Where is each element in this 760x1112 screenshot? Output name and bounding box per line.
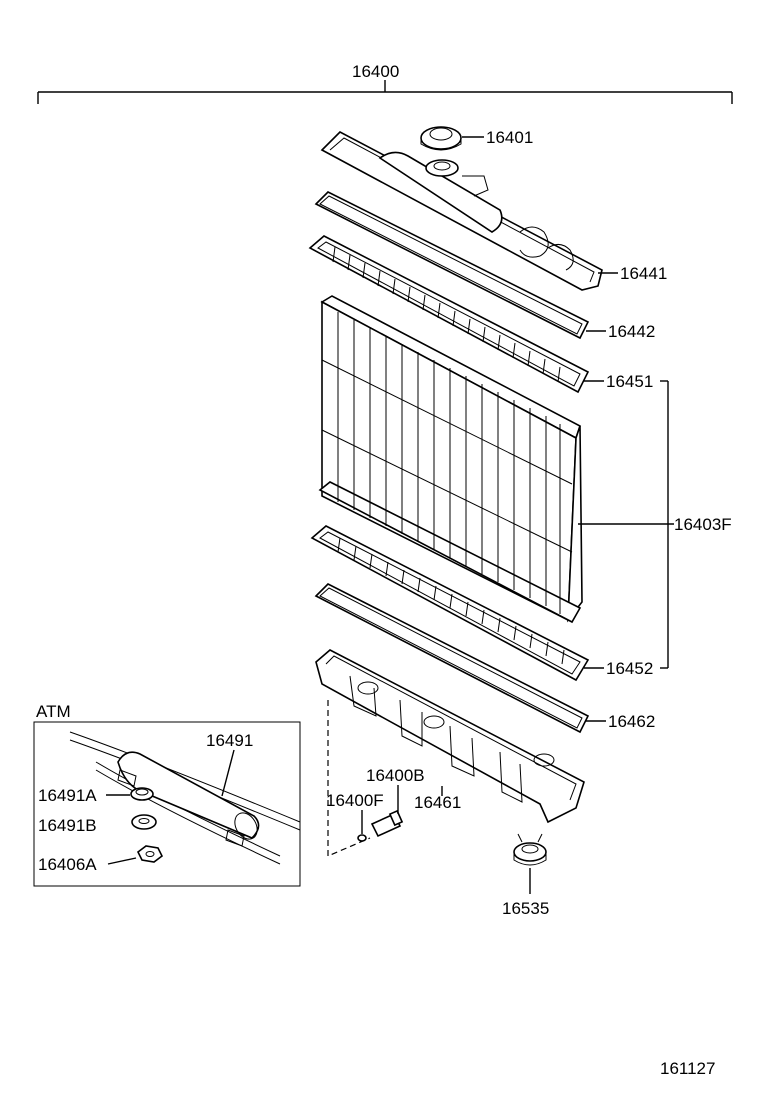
label-16491B: 16491B (38, 816, 97, 835)
label-16441: 16441 (620, 264, 667, 283)
upper-gasket (314, 191, 590, 340)
atm-grommet (136, 845, 164, 863)
label-16442: 16442 (608, 322, 655, 341)
core-bracket (578, 380, 674, 669)
label-16400B: 16400B (366, 766, 425, 785)
filler-neck (513, 833, 547, 866)
upper-tank (320, 131, 603, 291)
label-16491: 16491 (206, 731, 253, 750)
atm-inset-box (33, 721, 301, 887)
label-16462: 16462 (608, 712, 655, 731)
drain-cock-oring (357, 834, 367, 842)
lower-gasket (314, 583, 590, 734)
lower-core-plate (310, 525, 590, 682)
label-16535: 16535 (502, 899, 549, 918)
drain-cock-plug (370, 809, 404, 838)
figure-number: 161127 (660, 1059, 715, 1078)
atm-box-title: ATM (36, 702, 71, 721)
label-16452: 16452 (606, 659, 653, 678)
label-16403F: 16403F (674, 515, 732, 534)
label-16400: 16400 (352, 62, 399, 81)
drain-location-line (327, 700, 371, 857)
label-16401: 16401 (486, 128, 533, 147)
assembly-bracket (37, 80, 733, 104)
label-16491A: 16491A (38, 786, 97, 805)
label-16400F: 16400F (326, 791, 384, 810)
atm-clamp-a (130, 787, 154, 801)
radiator-cap (420, 126, 462, 151)
radiator-core (318, 295, 583, 624)
atm-clamp-b (131, 814, 157, 830)
atm-cooler-pipes (69, 731, 301, 865)
lower-tank (315, 649, 585, 824)
upper-core-plate (308, 235, 590, 394)
label-16451: 16451 (606, 372, 653, 391)
label-16461: 16461 (414, 793, 461, 812)
label-16406A: 16406A (38, 855, 97, 874)
